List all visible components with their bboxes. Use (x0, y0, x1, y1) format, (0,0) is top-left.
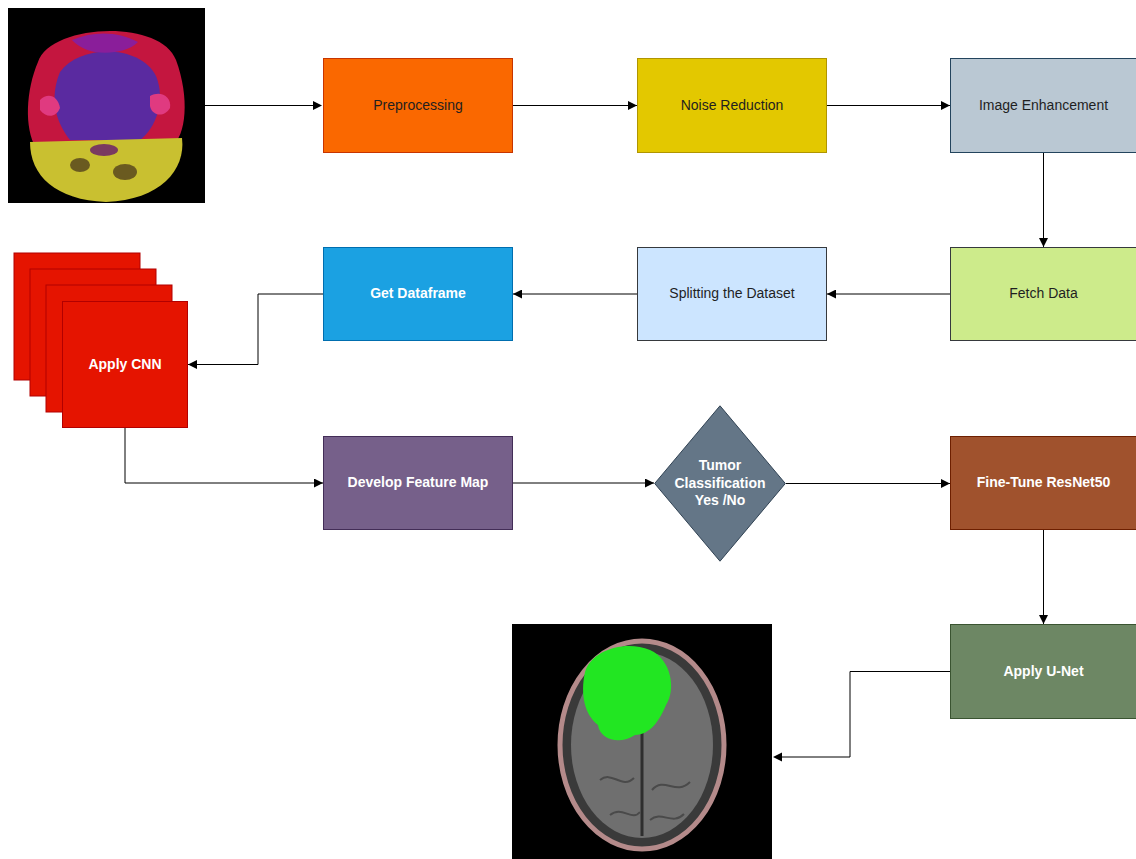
flow-arrow (188, 294, 323, 365)
text-group: Develop Feature Map (348, 474, 489, 492)
process-box: Preprocessing (323, 58, 513, 153)
brain-region (72, 33, 138, 52)
skull (560, 641, 724, 849)
text-group: Image Enhancement (979, 97, 1108, 115)
brain-detail (70, 158, 90, 172)
node-label: Image Enhancement (979, 97, 1108, 115)
tumor-mask (583, 646, 671, 740)
process-box: Splitting the Dataset (637, 247, 827, 341)
flow-arrow (513, 483, 654, 484)
node-label: Tumor Classification Yes /No (668, 457, 772, 510)
brain-region (55, 51, 160, 140)
flow-arrow (125, 428, 323, 483)
decision-diamond: Tumor Classification Yes /No (654, 405, 786, 562)
flow-arrow (786, 483, 950, 484)
brain-folds (600, 777, 690, 820)
flow-arrow (827, 105, 950, 106)
output-mri-image (512, 624, 772, 859)
node-label: Apply U-Net (1003, 663, 1083, 681)
brain-detail (113, 164, 137, 180)
text-group: Preprocessing (373, 97, 463, 115)
flow-arrow (827, 294, 950, 295)
text-group: Get Dataframe (370, 285, 466, 303)
process-box: Apply U-Net (950, 624, 1136, 719)
input-mri-image (8, 8, 205, 203)
image-ground (512, 624, 772, 859)
brain-region (40, 96, 60, 116)
text-group: Tumor Classification Yes /No (668, 457, 772, 510)
node-label: Fine-Tune ResNet50 (977, 474, 1111, 492)
node-label: Develop Feature Map (348, 474, 489, 492)
diamond-shape (655, 406, 786, 561)
brain-detail (90, 144, 118, 156)
flow-arrow (513, 294, 637, 295)
text-group: Splitting the Dataset (669, 285, 794, 303)
process-box: Fine-Tune ResNet50 (950, 436, 1136, 530)
process-box: Image Enhancement (950, 58, 1136, 153)
input-arrow (205, 105, 314, 106)
process-box: Develop Feature Map (323, 436, 513, 530)
flow-arrow (513, 105, 637, 106)
brain-region (150, 94, 170, 115)
image-ground (8, 8, 205, 203)
brain-region (28, 31, 185, 148)
text-group: Apply CNN (88, 356, 161, 374)
process-box: Get Dataframe (323, 247, 513, 341)
node-label: Apply CNN (88, 356, 161, 374)
node-label: Get Dataframe (370, 285, 466, 303)
output-arrow (782, 672, 950, 758)
flow-arrow (1043, 530, 1044, 624)
node-label: Fetch Data (1009, 285, 1077, 303)
text-group: Fine-Tune ResNet50 (977, 474, 1111, 492)
flow-arrow (1043, 153, 1044, 247)
process-box: Fetch Data (950, 247, 1136, 341)
node-label: Preprocessing (373, 97, 463, 115)
node-label: Splitting the Dataset (669, 285, 794, 303)
arrow-head (773, 753, 782, 762)
cnn-box: Apply CNN (62, 301, 188, 428)
process-box: Noise Reduction (637, 58, 827, 153)
text-group: Noise Reduction (681, 97, 784, 115)
arrow-head (313, 101, 322, 110)
text-group: Fetch Data (1009, 285, 1077, 303)
node-label: Noise Reduction (681, 97, 784, 115)
brain-region (30, 138, 182, 202)
text-group: Apply U-Net (1003, 663, 1083, 681)
